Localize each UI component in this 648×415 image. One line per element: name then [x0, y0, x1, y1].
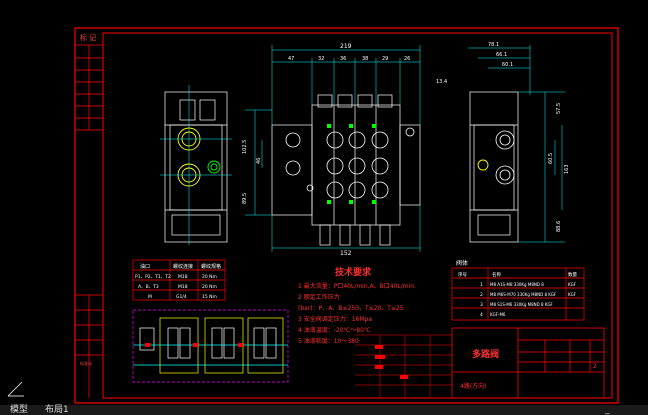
parts-table-h3: 数量 [568, 271, 577, 278]
port-table-h3: 螺纹规格 [201, 263, 221, 270]
parts-table-h2: 名称 [492, 271, 501, 278]
dim-right-side-2: 60.5 [548, 153, 554, 164]
dim-top-3: 36 [340, 56, 346, 62]
parts-row-1-name: M8 A1S-M8 330Kg M8ND 8 [490, 282, 544, 287]
dim-right-top-3: 60.1 [502, 62, 513, 68]
requirement-4: 3 安全阀调定压力：16Mpa [298, 315, 372, 323]
parts-table-h1: 序号 [458, 271, 467, 278]
title-block [451, 327, 605, 399]
right-view-dims [468, 45, 565, 243]
parts-table-title: 阀体 [456, 259, 468, 267]
requirement-6: 5 油液粘度：10～380 [298, 337, 359, 345]
dim-top-2: 32 [318, 56, 324, 62]
port-table-r2c3: 20 Nm [202, 284, 217, 290]
dim-right-side-1: 57.5 [556, 103, 562, 114]
dim-overall-width: 219 [340, 43, 352, 50]
parts-table [451, 267, 585, 321]
dim-left-1: 102.5 [242, 140, 248, 154]
front-view-dimensions [245, 45, 421, 252]
front-view [271, 94, 421, 246]
command-prompt[interactable]: _ [605, 405, 610, 415]
left-view [164, 91, 228, 243]
title-block-name: 多路阀 [472, 348, 499, 360]
right-view-accent [477, 159, 489, 171]
title-block-code: 2 [593, 363, 597, 370]
dim-top-1: 47 [288, 56, 294, 62]
dim-misc: 13.4 [436, 79, 447, 85]
parts-row-2-qty: KGF [568, 292, 577, 297]
parts-row-2-no: 2 [480, 292, 483, 298]
port-table-r3c3: 15 Nm [202, 294, 217, 300]
requirement-5: 4 油液温度：-20℃～80℃ [298, 326, 371, 334]
port-table-r3c2: G1/4 [176, 294, 187, 300]
port-table [132, 259, 226, 301]
dim-right-side-3: 163 [564, 164, 570, 174]
requirement-3: (bar)：P、A、B≤250，T≤20、T≤25 [298, 305, 404, 312]
requirement-1: 1 最大流量：P口40L/min,A、B口40L/min. [298, 282, 416, 290]
parts-row-3-no: 3 [480, 302, 483, 308]
dim-right-top-2: 66.1 [496, 52, 507, 58]
parts-row-1-no: 1 [480, 282, 483, 288]
port-table-r3c1: M [148, 294, 152, 300]
port-table-h2: 螺纹连接 [173, 263, 193, 270]
title-block-accents [375, 345, 408, 379]
tab-layout-1[interactable]: 布局1 [45, 405, 69, 415]
port-table-r2c2: M18 [178, 284, 188, 290]
right-view [469, 91, 519, 243]
title-block-sub: 4路(方向) [460, 382, 487, 390]
dim-top-6: 26 [404, 56, 410, 62]
port-table-r1c1: P1、P2、T1、T2 [135, 274, 171, 280]
requirements-title: 技术要求 [335, 266, 372, 278]
ucs-icon [7, 381, 24, 397]
dim-left-2: 46 [256, 158, 262, 164]
dim-right-side-4: 88.6 [556, 221, 562, 232]
inner-frame [102, 32, 613, 399]
parts-row-4-no: 4 [480, 312, 483, 318]
right-view-ports [495, 130, 515, 185]
left-view-green [207, 160, 221, 174]
left-view-centerlines [160, 85, 232, 245]
requirement-2: 2 额定工作压力 [298, 293, 340, 301]
front-view-circles [285, 127, 415, 199]
front-view-green-marks [327, 124, 376, 204]
port-table-r1c2: M18 [178, 274, 188, 280]
tab-model[interactable]: 模型 [10, 405, 29, 415]
dim-right-top-1: 78.1 [488, 42, 499, 48]
dim-left-3: 89.5 [242, 193, 248, 204]
title-block-left-grid [355, 334, 452, 398]
hydraulic-schematic [132, 309, 289, 383]
parts-row-1-qty: KGF [568, 282, 577, 287]
parts-row-3-name: M8 S1S-M6 330Kg M8ND 8 KGF [490, 302, 554, 307]
dim-bottom: 152 [340, 250, 352, 257]
status-bar [0, 405, 648, 415]
port-table-r1c3: 20 Nm [202, 274, 217, 280]
dim-top-5: 29 [382, 56, 388, 62]
dim-top-4: 38 [362, 56, 368, 62]
left-strip [75, 44, 103, 398]
top-left-label: 标 记 [80, 33, 96, 42]
port-table-h1: 油口 [140, 263, 150, 270]
parts-row-4-name: KGF-M6 [490, 312, 506, 317]
left-strip-label: 标准化 [80, 360, 92, 366]
schematic-accents [145, 343, 243, 347]
drawing-frame [74, 27, 619, 404]
port-table-r2c1: A、B、T3 [138, 284, 159, 290]
parts-row-2-name: M8 M6S-M70 330Kg M8ND 8 KGF [490, 292, 557, 297]
